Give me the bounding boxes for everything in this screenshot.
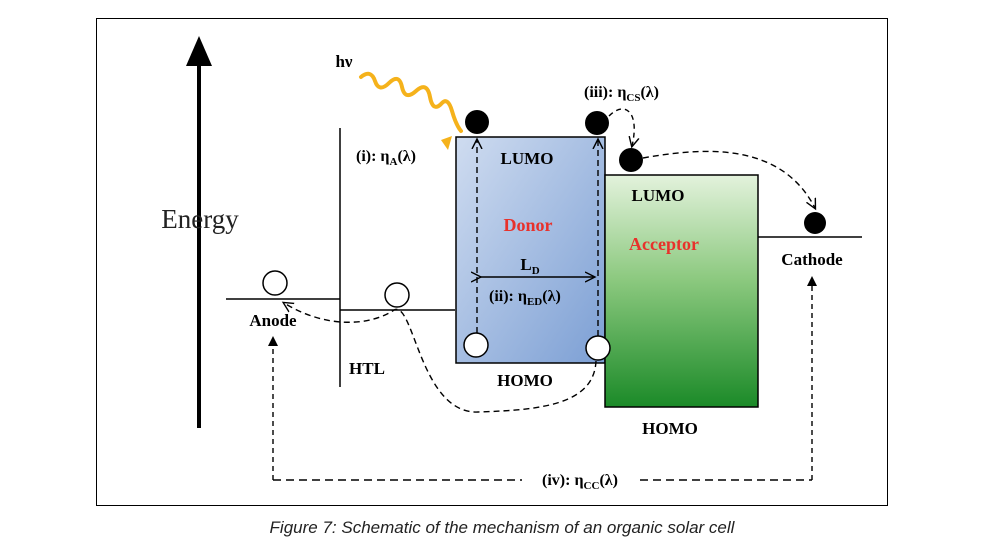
photon-wave — [359, 71, 463, 133]
step-ii-label: (ii): ηED(λ) — [489, 288, 561, 308]
charge-separation-arrow — [608, 108, 634, 146]
donor-label: Donor — [504, 215, 553, 235]
donor-electron-left — [465, 110, 489, 134]
electron-transport-path — [642, 150, 815, 208]
donor-lumo-label: LUMO — [501, 149, 554, 168]
figure-caption: Figure 7: Schematic of the mechanism of … — [269, 518, 735, 537]
donor-block — [455, 136, 606, 364]
donor-homo-label: HOMO — [497, 371, 553, 390]
htl-label: HTL — [349, 359, 385, 378]
step-i-label: (i): ηA(λ) — [356, 148, 416, 168]
cathode-electron — [804, 212, 826, 234]
acceptor-block — [604, 174, 759, 408]
acceptor-homo-label: HOMO — [642, 419, 698, 438]
cathode-label: Cathode — [781, 250, 843, 269]
energy-arrow-head — [186, 36, 212, 66]
photon-label: hν — [335, 52, 352, 71]
energy-label: Energy — [161, 204, 239, 234]
diffusion-length-label: LD — [520, 255, 539, 277]
step-iii-label: (iii): ηCS(λ) — [584, 84, 659, 104]
acceptor-lumo-label: LUMO — [632, 186, 685, 205]
donor-hole-left — [463, 332, 489, 358]
solar-cell-diagram: Energy Anode HTL LUMO Donor HOMO LUMO Ac… — [161, 36, 862, 492]
donor-electron-right — [585, 111, 609, 135]
step-iv-label: (iv): ηCC(λ) — [542, 472, 618, 492]
figure-frame — [96, 18, 888, 506]
photon-arrow-head — [441, 136, 452, 150]
htl-hole — [384, 282, 410, 308]
anode-label: Anode — [249, 311, 297, 330]
donor-hole-right — [585, 335, 611, 361]
acceptor-label: Acceptor — [629, 234, 699, 254]
energy-axis — [186, 36, 212, 428]
acceptor-electron — [619, 148, 643, 172]
anode-hole — [262, 270, 288, 296]
